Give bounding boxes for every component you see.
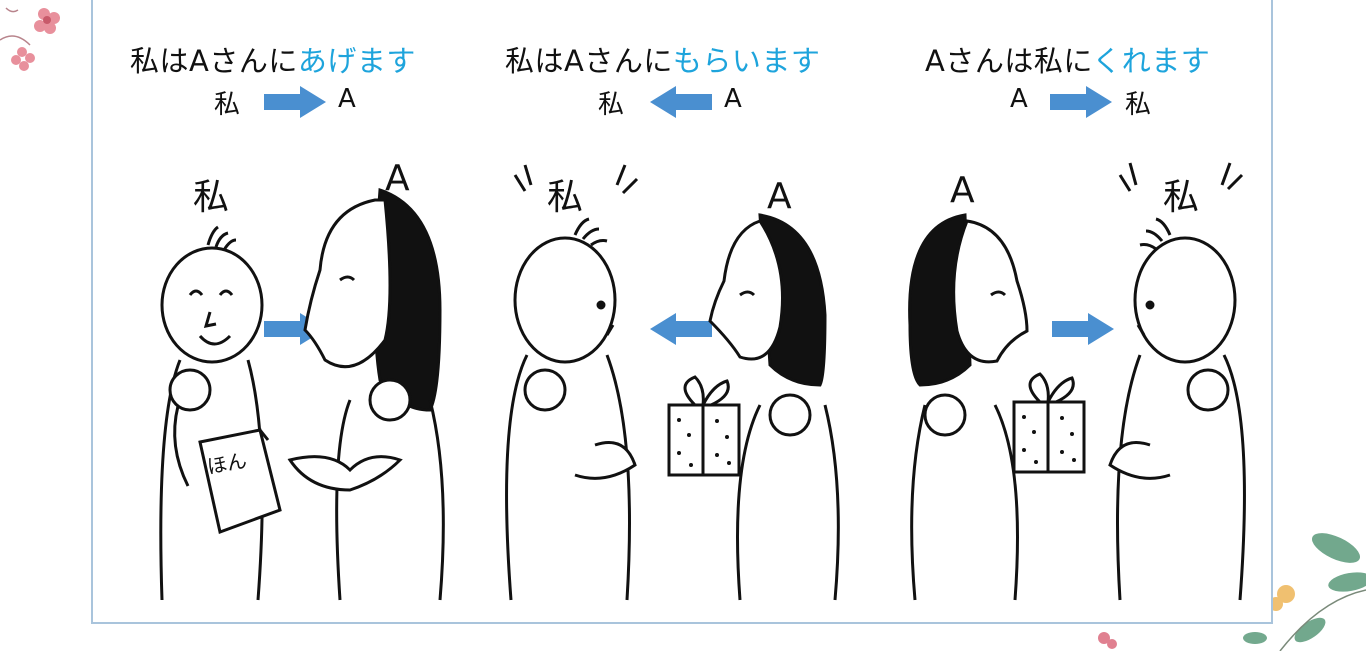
leaf-decoration-bottom-right bbox=[1098, 533, 1366, 651]
panel-2-dir-left: 私 bbox=[598, 90, 625, 120]
panel-3-label-right: 私 bbox=[1163, 177, 1200, 218]
panel-3-headline: Aさんは私にくれます bbox=[925, 38, 1210, 80]
panel-3-dir-left: A bbox=[1010, 84, 1028, 114]
book-gift-illustration: ほん bbox=[198, 428, 282, 534]
panel-3-headline-prefix: Aさんは私に bbox=[925, 44, 1093, 78]
panel-3-label-left: A bbox=[950, 170, 975, 211]
panel-1-dir-right: A bbox=[338, 84, 356, 114]
panel-2-headline-prefix: 私はAさんに bbox=[505, 44, 673, 78]
arrow-right-icon bbox=[264, 86, 326, 118]
panel-3-person-a-illustration bbox=[908, 213, 1029, 601]
panel-3-arrow-right-icon bbox=[1052, 313, 1114, 345]
panel-3-headline-verb: くれます bbox=[1092, 44, 1211, 78]
panel-1-headline: 私はAさんにあげます bbox=[130, 38, 416, 80]
panel-2-label-left: 私 bbox=[547, 177, 584, 218]
panel-1-headline-verb: あげます bbox=[297, 44, 416, 78]
panel-1-label-left: 私 bbox=[193, 177, 230, 218]
panel-3-direction: A 私 bbox=[1010, 84, 1170, 120]
panel-2-arrow-left-icon bbox=[650, 313, 712, 345]
panel-2-person-a-illustration bbox=[708, 213, 840, 601]
panel-3-dir-right: 私 bbox=[1125, 90, 1152, 120]
panel-1-direction: 私 A bbox=[214, 84, 364, 120]
panel-1-headline-prefix: 私はAさんに bbox=[130, 44, 298, 78]
panel-2-headline: 私はAさんにもらいます bbox=[505, 38, 820, 80]
panel-2-dir-right: A bbox=[724, 84, 742, 114]
panel-2-gift-box-illustration bbox=[667, 375, 741, 477]
arrow-left-icon bbox=[650, 86, 712, 118]
panel-1-person-watashi-illustration bbox=[159, 225, 264, 601]
panel-1-person-a-illustration bbox=[287, 187, 445, 601]
panel-3-person-watashi-illustration bbox=[1108, 162, 1246, 601]
panel-1-dir-left: 私 bbox=[214, 90, 241, 120]
arrow-right-icon bbox=[1050, 86, 1112, 118]
panel-2-headline-verb: もらいます bbox=[672, 44, 821, 78]
flower-decoration-top-left bbox=[0, 7, 60, 71]
panel-2-label-right: A bbox=[767, 176, 792, 217]
panel-3-gift-box-illustration bbox=[1012, 372, 1086, 474]
panel-2-person-watashi-illustration bbox=[505, 164, 639, 601]
panel-2-direction: 私 A bbox=[598, 84, 758, 120]
